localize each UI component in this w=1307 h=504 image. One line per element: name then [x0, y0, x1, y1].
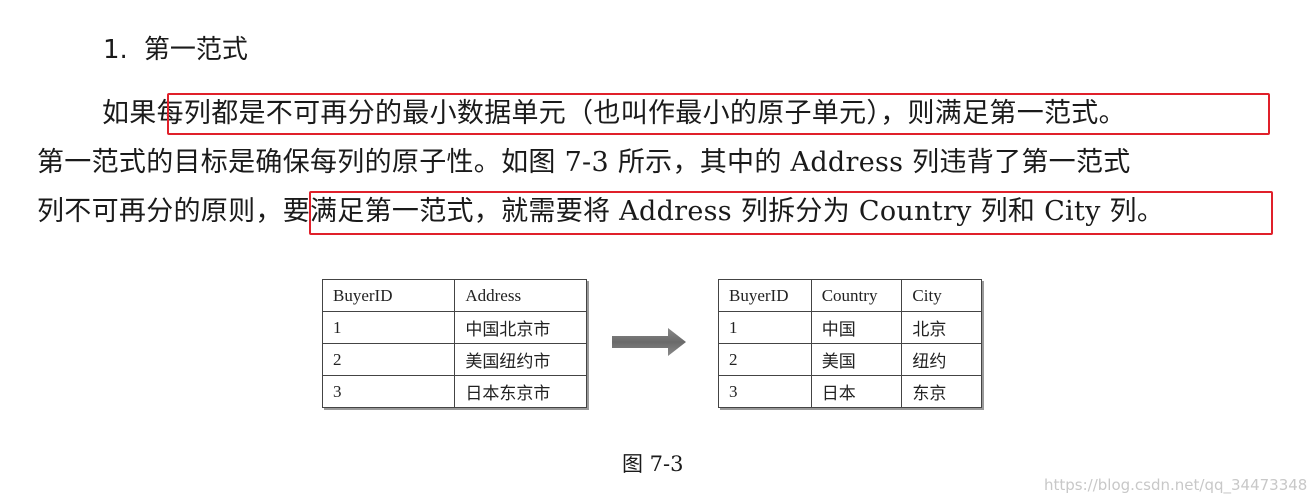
header-cell: Country — [810, 279, 903, 312]
table-cell: 中国北京市 — [454, 311, 587, 344]
normalized-table: BuyerID Country City 1 中国 北京 2 美国 纽约 3 日… — [718, 279, 982, 408]
header-cell: City — [901, 279, 982, 312]
watermark-text: https://blog.csdn.net/qq_34473348 — [1044, 476, 1307, 494]
header-cell: BuyerID — [321, 279, 456, 312]
table-cell: 日本东京市 — [454, 375, 587, 408]
table-cell: 1 — [718, 311, 812, 344]
section-heading: 1. 第一范式 — [103, 33, 248, 67]
table-cell: 美国纽约市 — [454, 343, 587, 376]
table-cell: 3 — [718, 375, 812, 408]
table-row: 1 中国 北京 — [718, 311, 982, 344]
table-row: 2 美国纽约市 — [321, 343, 587, 376]
table-row: 1 中国北京市 — [321, 311, 587, 344]
table-cell: 2 — [718, 343, 812, 376]
table-header-row: BuyerID Address — [321, 279, 587, 312]
table-cell: 日本 — [810, 375, 903, 408]
figure-caption: 图 7-3 — [622, 452, 684, 476]
header-cell: BuyerID — [718, 279, 812, 312]
line3-suffix: 。 — [1136, 196, 1165, 227]
line3-highlighted-text: 要满足第一范式，就需要将 Address 列拆分为 Country 列和 Cit… — [282, 196, 1137, 227]
table-row: 2 美国 纽约 — [718, 343, 982, 376]
header-cell: Address — [454, 279, 587, 312]
table-cell: 东京 — [901, 375, 982, 408]
paragraph-line-2: 第一范式的目标是确保每列的原子性。如图 7-3 所示，其中的 Address 列… — [37, 147, 1131, 178]
line1-prefix: 如果 — [102, 98, 157, 129]
line1-highlighted-text: 每列都是不可再分的最小数据单元（也叫作最小的原子单元），则满足第一范式 — [156, 98, 1099, 129]
line1-suffix: 。 — [1098, 98, 1126, 129]
table-cell: 1 — [321, 311, 456, 344]
original-table: BuyerID Address 1 中国北京市 2 美国纽约市 3 日本东京市 — [321, 279, 587, 408]
table-cell: 2 — [321, 343, 456, 376]
highlight-box-1 — [167, 93, 1270, 135]
paragraph-line-3: 列不可再分的原则，要满足第一范式，就需要将 Address 列拆分为 Count… — [37, 195, 1164, 229]
table-cell: 北京 — [901, 311, 982, 344]
table-cell: 3 — [321, 375, 456, 408]
table-cell: 美国 — [810, 343, 903, 376]
table-row: 3 日本 东京 — [718, 375, 982, 408]
table-cell: 纽约 — [901, 343, 982, 376]
table-header-row: BuyerID Country City — [718, 279, 982, 312]
line3-prefix: 列不可再分的原则， — [37, 196, 283, 227]
right-arrow-icon — [612, 328, 686, 356]
table-row: 3 日本东京市 — [321, 375, 587, 408]
heading-number: 1. — [103, 35, 128, 65]
highlight-box-2 — [309, 191, 1273, 235]
heading-title: 第一范式 — [143, 35, 248, 65]
table-cell: 中国 — [810, 311, 903, 344]
paragraph-line-1: 如果每列都是不可再分的最小数据单元（也叫作最小的原子单元），则满足第一范式。 — [102, 97, 1126, 131]
